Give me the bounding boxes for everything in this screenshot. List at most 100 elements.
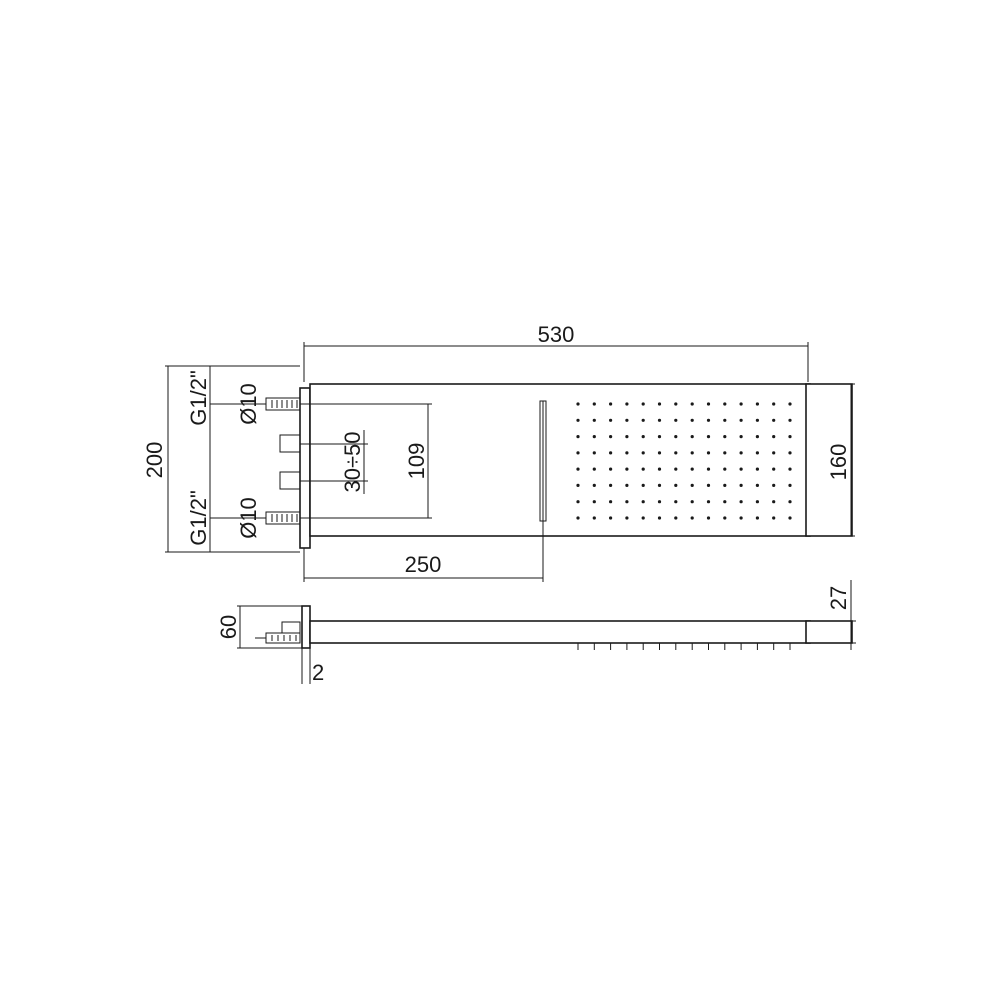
top-view: 530 160 200 G1/2" G1/2" Ø10 Ø10 109 30÷5…: [142, 322, 855, 582]
nozzle-dot: [657, 516, 662, 520]
side-view: 60 27 2: [216, 580, 856, 685]
nozzle-dot: [641, 435, 645, 439]
nozzle-dot: [690, 516, 694, 520]
nozzle-dot: [788, 516, 792, 520]
nozzle-dot: [755, 500, 760, 504]
nozzle-dot: [625, 418, 629, 422]
dim-27: 27: [826, 586, 851, 610]
nozzle-dot: [625, 451, 629, 455]
nozzle-dot: [609, 418, 613, 422]
nozzle-dot: [674, 402, 678, 406]
nozzle-dot: [706, 483, 711, 487]
nozzle-dot: [576, 467, 580, 471]
nozzle-dot: [657, 467, 662, 471]
nozzle-dot: [706, 516, 711, 520]
nozzle-dot: [641, 483, 645, 487]
nozzle-dot: [674, 418, 678, 422]
dim-250: 250: [405, 552, 442, 577]
nozzle-dot: [657, 500, 662, 504]
nozzle-dot: [755, 402, 760, 406]
nozzle-dot: [609, 483, 613, 487]
nozzle-dot: [788, 500, 792, 504]
nozzle-dot: [609, 516, 613, 520]
nozzle-dot: [674, 500, 678, 504]
wall-plate: [299, 387, 311, 549]
nozzle-dot: [772, 500, 776, 504]
nozzle-dot: [657, 483, 662, 487]
nozzle-dot: [609, 451, 613, 455]
nozzle-dot: [609, 402, 613, 406]
nozzle-dot: [641, 451, 645, 455]
nozzle-grid: [576, 402, 792, 520]
nozzle-dot: [755, 467, 760, 471]
nozzle-dot: [592, 435, 596, 439]
nozzle-dot: [706, 435, 711, 439]
inlet-lower: [255, 511, 301, 525]
pipe-lower: Ø10: [236, 497, 261, 539]
nozzle-dot: [723, 402, 727, 406]
nozzle-dot: [739, 402, 743, 406]
nozzle-dot: [723, 435, 727, 439]
nozzle-dot: [690, 402, 694, 406]
dim-109: 109: [404, 443, 429, 480]
nozzle-dot: [657, 402, 662, 406]
nozzle-dot: [788, 451, 792, 455]
nozzle-dot: [641, 467, 645, 471]
nozzle-dot: [788, 467, 792, 471]
nozzle-dot: [641, 402, 645, 406]
dim-30-50: 30÷50: [340, 431, 365, 492]
nozzle-dot: [576, 451, 580, 455]
nozzle-dot: [609, 500, 613, 504]
nozzle-dot: [788, 418, 792, 422]
nozzle-dot: [674, 516, 678, 520]
nozzle-dot: [706, 402, 711, 406]
inlet-lower-fitting: [265, 511, 301, 525]
nozzle-dot: [739, 516, 743, 520]
nozzle-dot: [739, 467, 743, 471]
nozzle-dot: [706, 451, 711, 455]
nozzle-dot: [609, 435, 613, 439]
shower-head-end: [805, 383, 853, 537]
nozzle-dot: [625, 500, 629, 504]
shower-head-body: [309, 383, 811, 537]
nozzle-dot: [772, 516, 776, 520]
nozzle-dot: [788, 402, 792, 406]
dim-2: 2: [312, 660, 324, 685]
nozzle-dot: [690, 500, 694, 504]
nozzle-dot: [772, 483, 776, 487]
nozzle-dot: [723, 467, 727, 471]
nozzle-dot: [788, 435, 792, 439]
side-head-end: [805, 620, 853, 644]
nozzle-dot: [772, 435, 776, 439]
nozzle-dot: [576, 435, 580, 439]
side-head-plate: [309, 620, 811, 644]
nozzle-dot: [592, 467, 596, 471]
nozzle-dot: [641, 516, 645, 520]
nozzle-dot: [674, 483, 678, 487]
nozzle-dot: [755, 483, 760, 487]
inlet-upper: [255, 397, 301, 411]
nozzle-dot: [739, 451, 743, 455]
dim-60: 60: [216, 615, 241, 639]
dim-530: 530: [538, 322, 575, 347]
nozzle-dot: [706, 500, 711, 504]
dim-160: 160: [826, 444, 851, 481]
nozzle-dot: [576, 402, 580, 406]
nozzle-dot: [576, 516, 580, 520]
nozzle-dot: [576, 418, 580, 422]
nozzle-dot: [576, 500, 580, 504]
nozzle-dot: [755, 451, 760, 455]
nozzle-dot: [706, 467, 711, 471]
nozzle-dot: [657, 418, 662, 422]
nozzle-dot: [592, 418, 596, 422]
nozzle-dot: [723, 516, 727, 520]
nozzle-dot: [657, 451, 662, 455]
nozzle-dot: [755, 418, 760, 422]
nozzle-dot: [592, 500, 596, 504]
side-inlet-fitting: [265, 632, 301, 644]
thread-upper: G1/2": [186, 370, 211, 426]
nozzle-dot: [755, 435, 760, 439]
nozzle-dot: [772, 402, 776, 406]
nozzle-dot: [625, 516, 629, 520]
